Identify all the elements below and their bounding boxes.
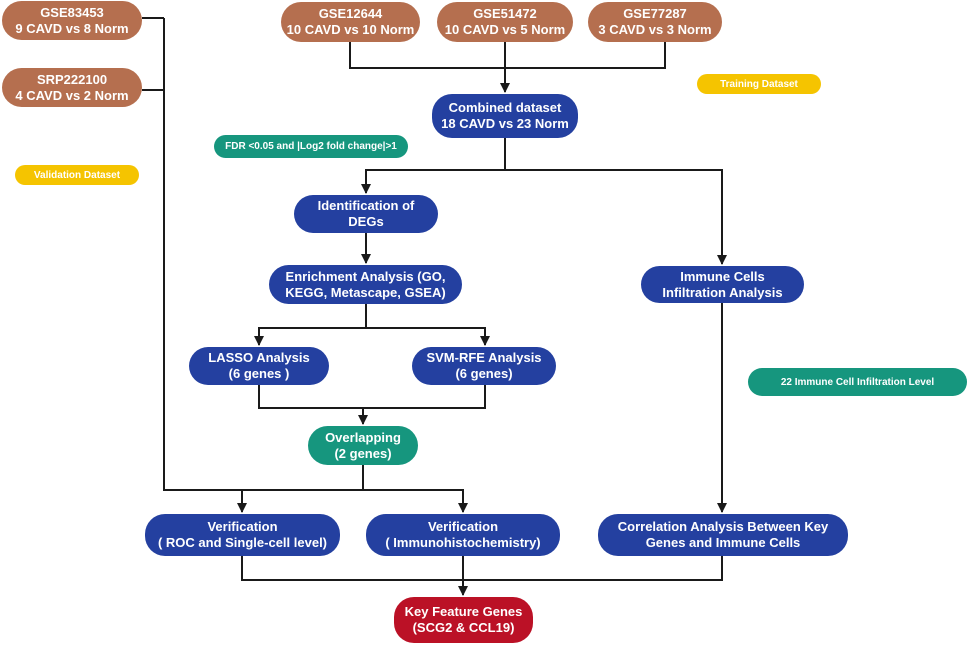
node-title: Overlapping	[325, 429, 401, 445]
dataset-gse83453: GSE83453 9 CAVD vs 8 Norm	[2, 1, 142, 40]
immune-level-label: 22 Immune Cell Infiltration Level	[748, 368, 967, 396]
node-subtitle: ( Immunohistochemistry)	[385, 535, 541, 550]
dataset-samples: 10 CAVD vs 10 Norm	[286, 22, 415, 37]
node-subtitle: (6 genes )	[228, 366, 290, 381]
arrow-to-immune	[505, 169, 727, 265]
arrow-to-lasso	[254, 327, 366, 346]
dataset-id: SRP222100	[36, 71, 108, 87]
dataset-gse12644: GSE12644 10 CAVD vs 10 Norm	[281, 2, 420, 42]
arrow-to-verif-roc	[242, 489, 363, 512]
dataset-samples: 4 CAVD vs 2 Norm	[15, 87, 129, 103]
node-subtitle: KEGG, Metascape, GSEA)	[285, 284, 446, 300]
dataset-id: GSE77287	[623, 6, 687, 21]
degs-node: Identification of DEGs	[294, 195, 438, 233]
connector-lasso-down	[258, 385, 486, 409]
dataset-samples: 3 CAVD vs 3 Norm	[598, 22, 712, 37]
immune-infiltration-node: Immune Cells Infiltration Analysis	[641, 266, 804, 303]
connector-gse12644	[349, 42, 505, 69]
enrichment-node: Enrichment Analysis (GO, KEGG, Metascape…	[269, 265, 462, 304]
lasso-node: LASSO Analysis (6 genes )	[189, 347, 329, 385]
node-subtitle: DEGs	[348, 214, 384, 229]
node-title: Enrichment Analysis (GO,	[285, 268, 446, 284]
overlapping-node: Overlapping (2 genes)	[308, 426, 418, 465]
dataset-gse77287: GSE77287 3 CAVD vs 3 Norm	[588, 2, 722, 42]
dataset-samples: 9 CAVD vs 8 Norm	[15, 20, 129, 36]
correlation-node: Correlation Analysis Between Key Genes a…	[598, 514, 848, 556]
node-title: Key Feature Genes	[404, 604, 523, 619]
arrow-to-degs	[361, 169, 505, 194]
node-subtitle: Genes and Immune Cells	[645, 535, 801, 550]
node-subtitle: 18 CAVD vs 23 Norm	[441, 116, 569, 131]
connector-gse77287	[505, 42, 666, 69]
verification-roc-node: Verification ( ROC and Single-cell level…	[145, 514, 340, 556]
node-title: Verification	[427, 519, 499, 534]
dataset-id: GSE51472	[473, 6, 537, 21]
svm-rfe-node: SVM-RFE Analysis (6 genes)	[412, 347, 556, 385]
node-subtitle: Infiltration Analysis	[662, 284, 783, 300]
node-subtitle: (SCG2 & CCL19)	[412, 620, 515, 635]
verification-ihc-node: Verification ( Immunohistochemistry)	[366, 514, 560, 556]
arrow-to-verif-ihc	[363, 489, 468, 513]
fdr-threshold-label: FDR <0.05 and |Log2 fold change|>1	[214, 135, 408, 158]
dataset-srp222100: SRP222100 4 CAVD vs 2 Norm	[2, 68, 142, 107]
node-title: LASSO Analysis	[208, 350, 310, 365]
node-title: Identification of	[317, 198, 415, 213]
dataset-id: GSE83453	[40, 4, 104, 20]
node-subtitle: (2 genes)	[334, 445, 392, 461]
node-title: Combined dataset	[448, 100, 562, 115]
node-title: Verification	[207, 519, 278, 534]
combined-dataset-node: Combined dataset 18 CAVD vs 23 Norm	[432, 94, 578, 138]
dataset-gse51472: GSE51472 10 CAVD vs 5 Norm	[437, 2, 573, 42]
dataset-samples: 10 CAVD vs 5 Norm	[444, 22, 566, 37]
validation-dataset-label: Validation Dataset	[15, 165, 139, 185]
node-subtitle: (6 genes)	[455, 366, 513, 381]
node-title: Correlation Analysis Between Key	[617, 519, 829, 534]
dataset-id: GSE12644	[318, 6, 383, 21]
connector-validation-down	[163, 18, 242, 491]
arrow-to-svm	[366, 327, 490, 346]
node-subtitle: ( ROC and Single-cell level)	[157, 535, 328, 550]
training-dataset-label: Training Dataset	[697, 74, 821, 94]
node-title: Immune Cells	[680, 268, 765, 284]
connector-bottom	[241, 556, 723, 581]
node-title: SVM-RFE Analysis	[426, 350, 542, 365]
key-feature-genes-node: Key Feature Genes (SCG2 & CCL19)	[394, 597, 533, 643]
